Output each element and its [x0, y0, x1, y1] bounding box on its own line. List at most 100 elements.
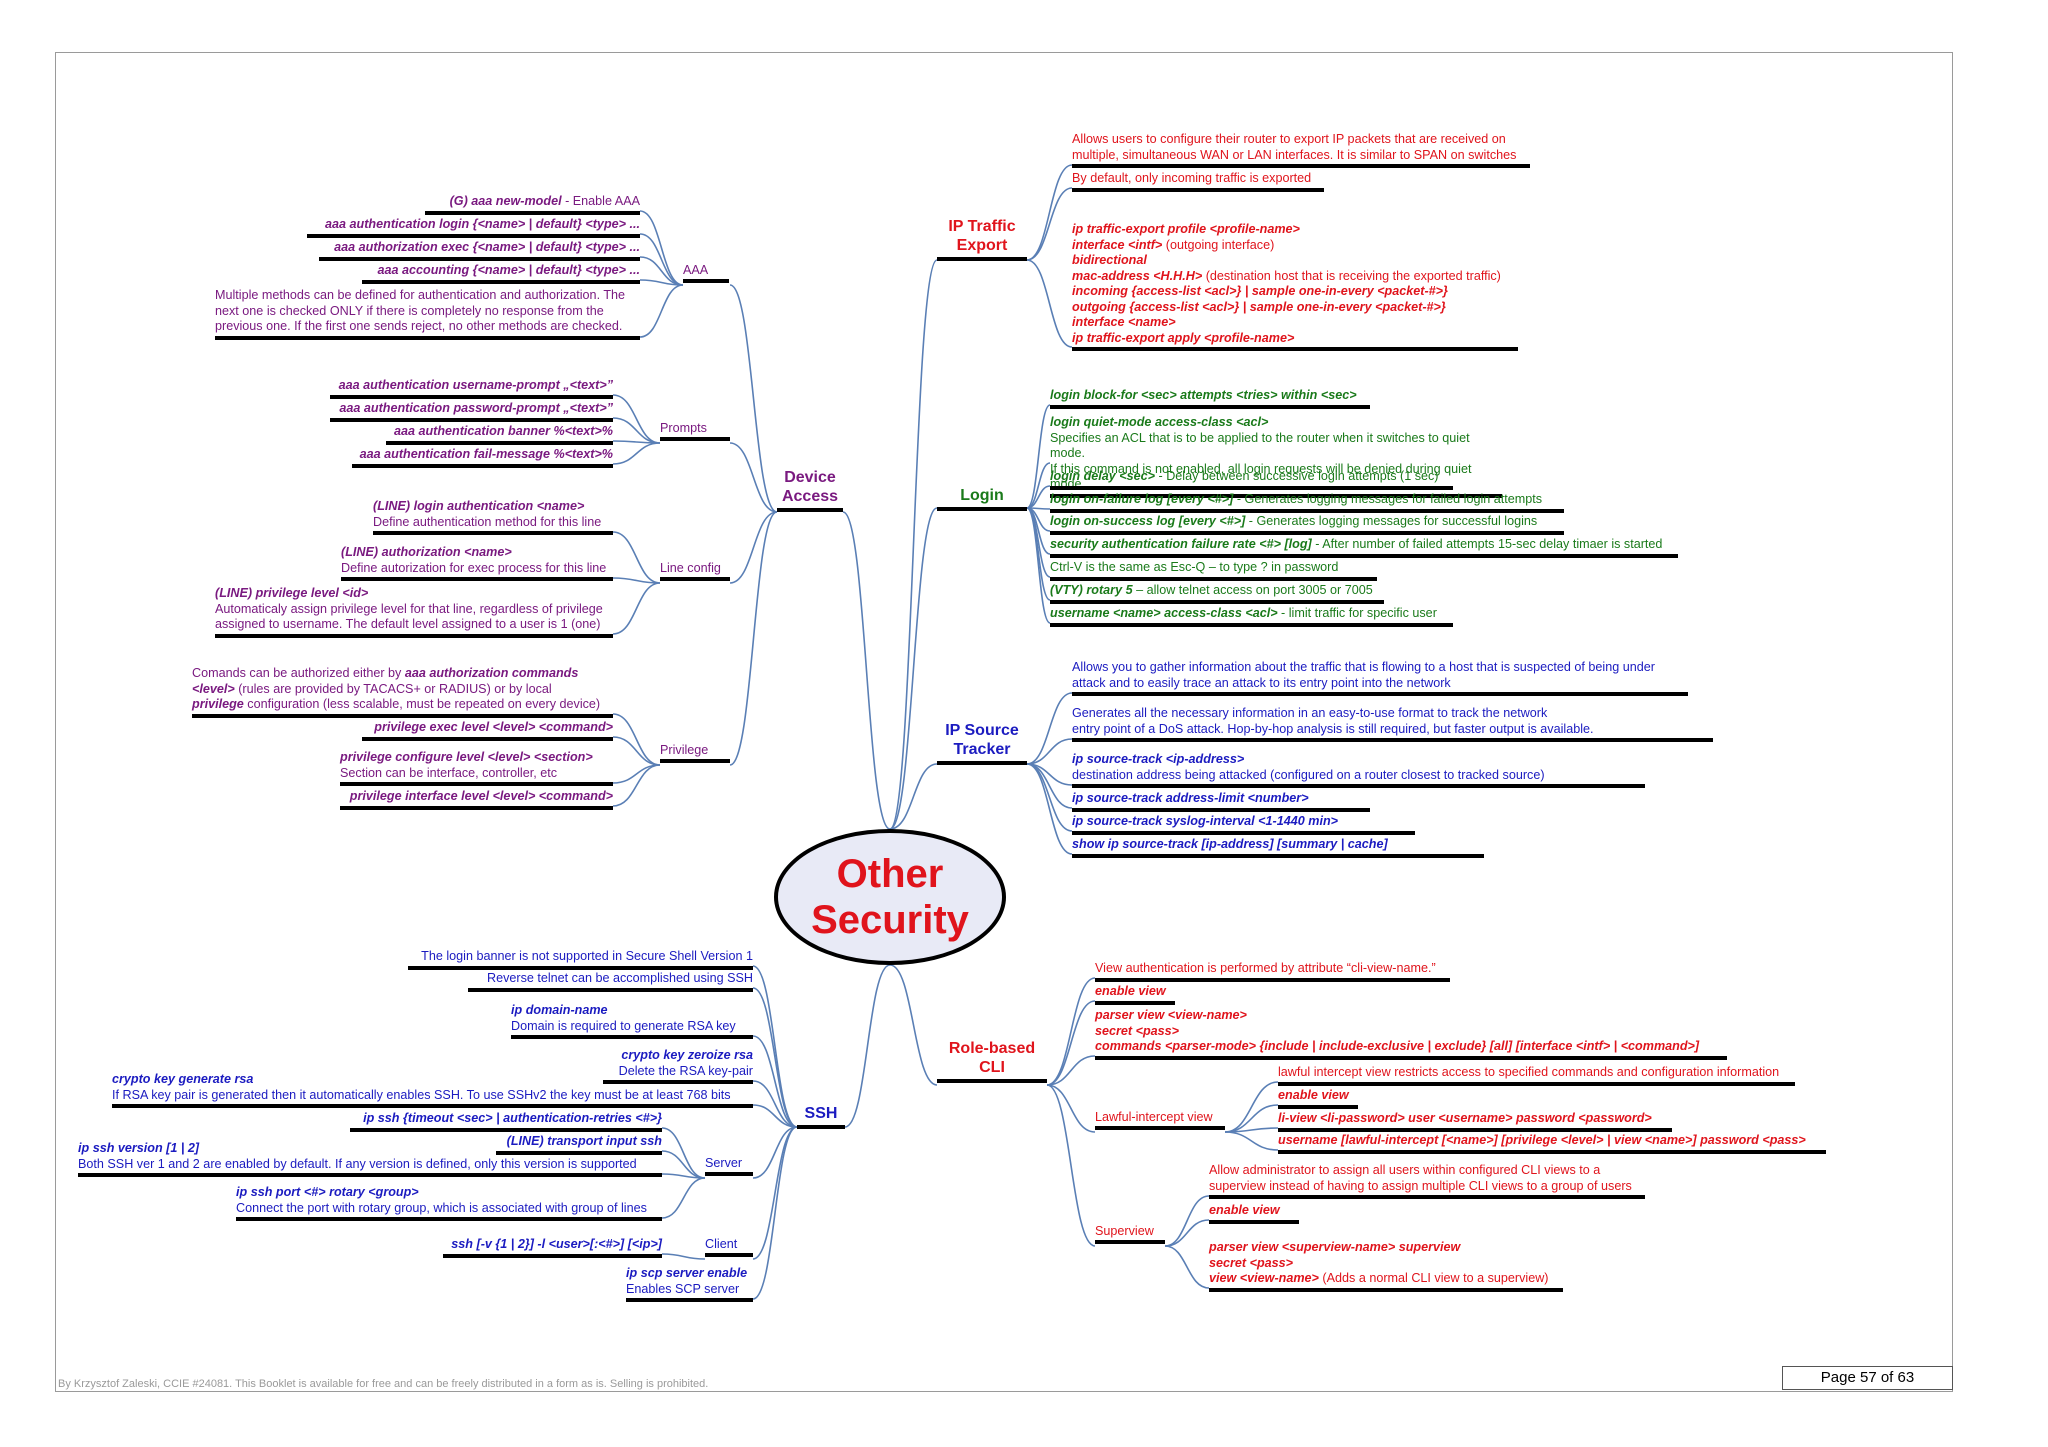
login-item: Ctrl-V is the same as Esc-Q – to type ? …: [1050, 560, 1377, 581]
server-item: (LINE) transport input ssh: [496, 1134, 662, 1155]
privilege-item: privilege exec level <level> <command>: [362, 720, 613, 741]
prompts-item: aaa authentication password-prompt „<tex…: [330, 401, 613, 422]
central-topic-node[interactable]: Other Security: [774, 829, 1006, 965]
connector-line: [639, 233, 684, 286]
subbranch-server[interactable]: Server: [705, 1156, 753, 1176]
aaa-item: aaa authorization exec {<name> | default…: [319, 240, 640, 261]
connector-line: [612, 417, 661, 444]
connector-line: [661, 1177, 706, 1219]
client-item: ssh [-v {1 | 2}] -l <user>[:<#>] [<ip>]: [443, 1237, 662, 1258]
connector-line: [1026, 404, 1051, 509]
subbranch-superview[interactable]: Superview: [1095, 1224, 1165, 1244]
lawful-item: username [lawful-intercept [<name>] [pri…: [1278, 1133, 1826, 1154]
connector-line: [612, 764, 661, 807]
server-item: ip ssh version [1 | 2]Both SSH ver 1 and…: [78, 1141, 662, 1177]
connector-line: [889, 964, 938, 1086]
prompts-item: aaa authentication fail-message %<text>%: [352, 447, 613, 468]
privilege-item: privilege interface level <level> <comma…: [340, 789, 613, 810]
role-cli-item: parser view <view-name> secret <pass> co…: [1095, 1008, 1727, 1060]
connector-line: [612, 582, 661, 635]
traffic-export-config: ip traffic-export profile <profile-name>…: [1072, 222, 1518, 351]
branch-role-based-cli[interactable]: Role-based CLI: [937, 1039, 1047, 1083]
connector-line: [729, 284, 778, 513]
aaa-note: Multiple methods can be defined for auth…: [215, 288, 640, 340]
connector-line: [1026, 692, 1073, 765]
subbranch-aaa[interactable]: AAA: [683, 263, 729, 283]
source-tracker-note: Allows you to gather information about t…: [1072, 660, 1688, 696]
login-item: username <name> access-class <acl> - lim…: [1050, 606, 1453, 627]
connector-line: [612, 736, 661, 766]
subbranch-lawful-intercept-view[interactable]: Lawful-intercept view: [1095, 1110, 1225, 1130]
aaa-item: (G) aaa new-model - Enable AAA: [425, 194, 640, 215]
source-tracker-item: ip source-track address-limit <number>: [1072, 791, 1370, 812]
lawful-item: lawful intercept view restricts access t…: [1278, 1065, 1795, 1086]
ssh-item: Reverse telnet can be accomplished using…: [468, 971, 753, 992]
source-tracker-item: ip source-track <ip-address>destination …: [1072, 752, 1645, 788]
privilege-note: Comands can be authorized either by aaa …: [192, 666, 613, 718]
connector-line: [1026, 259, 1073, 348]
connector-line: [612, 442, 661, 465]
subbranch-line-config[interactable]: Line config: [660, 561, 730, 581]
connector-line: [889, 507, 938, 830]
page-frame: [55, 52, 1953, 1392]
connector-line: [612, 713, 661, 766]
connector-line: [752, 1126, 798, 1179]
connector-line: [752, 1126, 798, 1300]
aaa-item: aaa authentication login {<name> | defau…: [307, 217, 640, 238]
connector-line: [1046, 1084, 1096, 1133]
branch-ip-source-tracker[interactable]: IP Source Tracker: [937, 721, 1027, 765]
connector-line: [1046, 1055, 1096, 1086]
login-item: login on-success log [every <#>] - Gener…: [1050, 514, 1564, 535]
lawful-item: li-view <li-password> user <username> pa…: [1278, 1111, 1672, 1132]
connector-line: [661, 1127, 706, 1179]
connector-line: [1026, 738, 1073, 765]
connector-line: [889, 763, 938, 830]
privilege-item: privilege configure level <level> <secti…: [340, 750, 613, 786]
connector-line: [1046, 1084, 1096, 1247]
connector-line: [729, 511, 778, 584]
page-number: Page 57 of 63: [1782, 1366, 1953, 1390]
branch-login[interactable]: Login: [937, 486, 1027, 511]
server-item: ip ssh port <#> rotary <group>Connect th…: [236, 1185, 662, 1221]
connector-line: [1026, 507, 1051, 601]
connector-line: [1026, 763, 1073, 855]
connector-line: [1026, 164, 1073, 261]
server-item: ip ssh {timeout <sec> | authentication-r…: [350, 1111, 662, 1132]
branch-device-access[interactable]: Device Access: [777, 468, 843, 512]
connector-line: [729, 511, 778, 766]
central-topic-title: Other Security: [811, 852, 969, 942]
connector-line: [729, 442, 778, 513]
source-tracker-note: Generates all the necessary information …: [1072, 706, 1713, 742]
login-item: login quiet-mode access-class <acl>Speci…: [1050, 415, 1502, 498]
footer-note: By Krzysztof Zaleski, CCIE #24081. This …: [58, 1378, 709, 1390]
role-cli-item: View authentication is performed by attr…: [1095, 961, 1450, 982]
connector-line: [752, 1126, 798, 1260]
connector-line: [752, 1035, 798, 1128]
superview-item: parser view <superview-name> superview s…: [1209, 1240, 1563, 1292]
traffic-export-note: Allows users to configure their router t…: [1072, 132, 1530, 168]
connector-line: [752, 987, 798, 1128]
connector-line: [752, 1104, 798, 1128]
connector-line: [1026, 507, 1051, 624]
source-tracker-item: show ip source-track [ip-address] [summa…: [1072, 837, 1484, 858]
branch-ip-traffic-export[interactable]: IP Traffic Export: [937, 217, 1027, 261]
source-tracker-item: ip source-track syslog-interval <1-1440 …: [1072, 814, 1415, 835]
branch-ssh[interactable]: SSH: [797, 1104, 845, 1129]
login-item: (VTY) rotary 5 – allow telnet access on …: [1050, 583, 1384, 604]
role-cli-item: enable view: [1095, 984, 1175, 1005]
prompts-item: aaa authentication username-prompt „<tex…: [330, 378, 613, 399]
subbranch-client[interactable]: Client: [705, 1237, 753, 1257]
subbranch-privilege[interactable]: Privilege: [660, 743, 730, 763]
connector-line: [612, 531, 661, 584]
connector-line: [612, 577, 661, 584]
superview-item: Allow administrator to assign all users …: [1209, 1163, 1645, 1199]
login-item: login block-for <sec> attempts <tries> w…: [1050, 388, 1370, 409]
line-config-item: (LINE) authorization <name>Define autori…: [341, 545, 613, 581]
connector-line: [1164, 1219, 1210, 1247]
subbranch-prompts[interactable]: Prompts: [660, 421, 730, 441]
